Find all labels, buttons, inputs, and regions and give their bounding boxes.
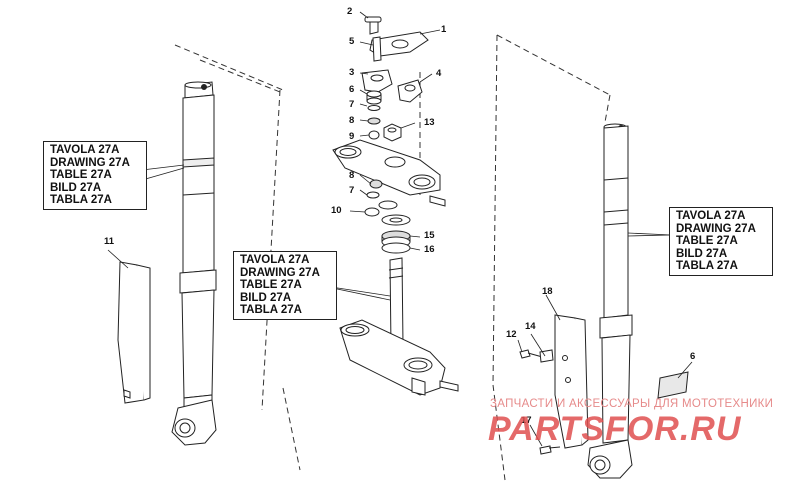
callout-11: 11 [104,236,115,247]
leader-lines [107,11,693,447]
reference-box-center: TAVOLA 27A DRAWING 27A TABLE 27A BILD 27… [233,251,337,320]
reference-box-right: TAVOLA 27A DRAWING 27A TABLE 27A BILD 27… [669,207,773,276]
reference-left-line-1: TAVOLA 27A [50,144,120,156]
callout-9: 9 [349,131,355,142]
callout-12: 12 [506,329,517,340]
reference-left-line-2: DRAWING 27A [50,156,130,169]
reference-left-line-5: TABLA 27A [50,194,112,207]
callout-7-bottom: 7 [349,185,355,196]
reference-box-left: TAVOLA 27A DRAWING 27A TABLE 27A BILD 27… [43,141,147,210]
reference-left-line-3: TABLE 27A [50,169,112,182]
right-fork-leg [587,123,633,479]
callout-14: 14 [525,321,536,332]
reference-right-line-4: BILD 27A [676,247,728,260]
callout-6-top: 6 [349,84,355,95]
lower-triple-clamp [339,257,459,396]
callout-18: 18 [542,286,553,297]
callout-8-bottom: 8 [349,170,355,181]
callout-5: 5 [349,36,355,47]
reference-right-line-5: TABLA 27A [676,260,738,273]
callout-16: 16 [424,244,435,255]
watermark-logo: PARTSFOR.RU [488,410,742,448]
callout-17: 17 [521,415,532,426]
lower-bushings [364,179,398,217]
callout-7-top: 7 [349,99,355,110]
callout-13: 13 [424,117,435,128]
watermark-tagline: ЗАПЧАСТИ И АКСЕССУАРЫ ДЛЯ МОТОТЕХНИКИ [490,398,774,410]
upper-triple-clamp [332,139,446,207]
callout-6-right: 6 [690,351,696,362]
reference-right-line-1: TAVOLA 27A [676,210,746,222]
fork-guard-left [117,261,151,404]
left-fork-leg [171,81,217,446]
fork-guard-right [554,314,589,449]
callout-10: 10 [331,205,342,216]
steering-bearings [381,214,411,254]
reference-center-line-1: TAVOLA 27A [240,254,310,266]
callout-4: 4 [436,68,442,79]
callout-1: 1 [441,24,447,35]
part-6-plate [657,371,689,399]
reference-right-line-3: TABLE 27A [676,235,738,248]
callout-8-top: 8 [349,115,355,126]
callout-3: 3 [349,67,355,78]
reference-center-line-4: BILD 27A [240,291,292,304]
reference-center-line-2: DRAWING 27A [240,266,320,279]
reference-left-line-4: BILD 27A [50,181,102,194]
reference-right-line-2: DRAWING 27A [676,222,756,235]
top-clamp-parts [361,16,429,142]
callout-2: 2 [347,6,353,17]
reference-center-line-3: TABLE 27A [240,279,302,292]
reference-center-line-5: TABLA 27A [240,304,302,317]
callout-15: 15 [424,230,435,241]
